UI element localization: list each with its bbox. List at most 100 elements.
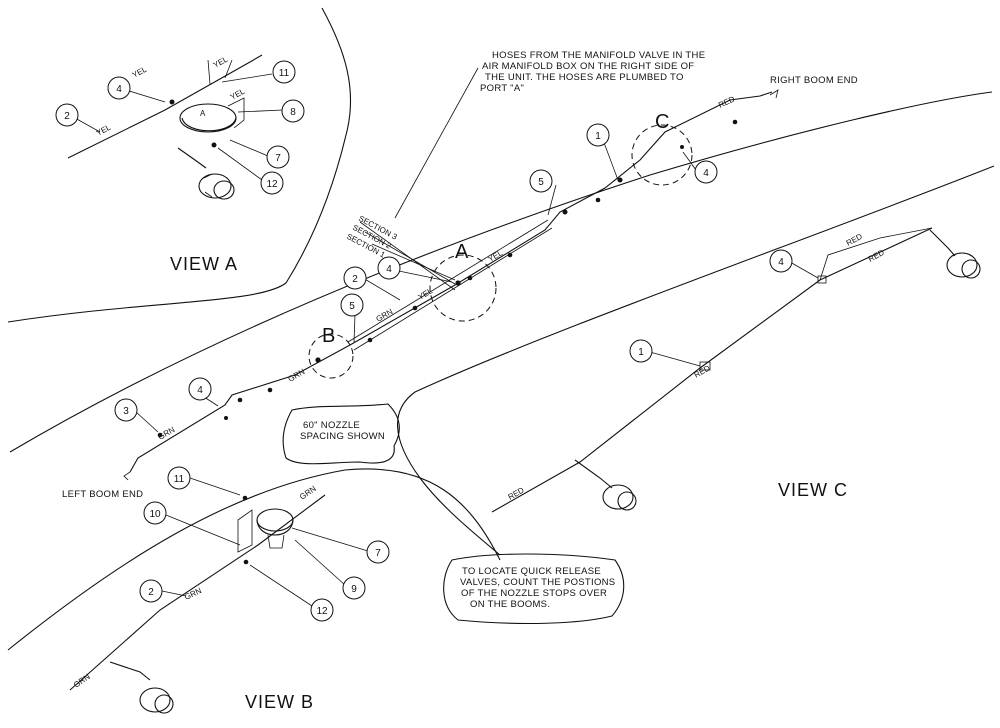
section-hose-3 xyxy=(371,243,456,281)
svg-text:2: 2 xyxy=(148,587,154,598)
view-b-valve-port xyxy=(267,534,285,549)
svg-text:OF THE NOZZLE STOPS OVER: OF THE NOZZLE STOPS OVER xyxy=(461,588,607,599)
main-boom-line xyxy=(129,91,773,473)
svg-text:PORT "A": PORT "A" xyxy=(480,83,524,94)
callout-4-left: 4 xyxy=(188,377,212,401)
spacing-note-bubble xyxy=(282,403,400,465)
svg-text:TO LOCATE QUICK RELEASE: TO LOCATE QUICK RELEASE xyxy=(462,566,601,577)
svg-text:HOSES FROM THE MANIFOLD VALVE: HOSES FROM THE MANIFOLD VALVE IN THE xyxy=(492,50,705,61)
svg-text:60" NOZZLE: 60" NOZZLE xyxy=(303,420,360,431)
callout-4-right: 4 xyxy=(694,160,718,184)
callout-5-upper: 5 xyxy=(529,169,553,193)
detail-letter-b: B xyxy=(322,325,335,347)
view-c-hose xyxy=(491,227,933,513)
callout-12-view-a: 12 xyxy=(260,171,284,195)
callout-9-view-b: 9 xyxy=(342,576,366,600)
callout-8-view-a: 8 xyxy=(281,99,305,123)
section-hose-1 xyxy=(359,221,456,291)
view-a-nozzle-body xyxy=(198,173,235,200)
locate-note: TO LOCATE QUICK RELEASE VALVES, COUNT TH… xyxy=(460,566,615,610)
view-b-nozzle-body xyxy=(139,687,174,714)
view-c-drop-left xyxy=(574,459,613,489)
svg-text:5: 5 xyxy=(538,177,544,188)
view-a-fitting-4 xyxy=(169,99,175,105)
svg-text:YEL: YEL xyxy=(212,54,230,69)
view-b-valve-body xyxy=(256,519,294,536)
view-b-boundary xyxy=(7,468,501,651)
detail-circle-b xyxy=(308,333,354,379)
view-b-bracket xyxy=(237,509,253,553)
svg-text:4: 4 xyxy=(703,168,709,179)
callout-7-view-b: 7 xyxy=(366,540,390,564)
callout-4-view-c: 4 xyxy=(769,249,793,273)
detail-letter-a: A xyxy=(455,241,469,263)
svg-text:RED: RED xyxy=(717,94,736,109)
svg-text:10: 10 xyxy=(149,509,161,520)
boom-fittings xyxy=(157,119,738,438)
svg-text:THE UNIT. THE HOSES ARE PLUMBE: THE UNIT. THE HOSES ARE PLUMBED TO xyxy=(485,72,684,83)
svg-text:2: 2 xyxy=(64,111,70,122)
view-c-title: VIEW C xyxy=(778,480,848,500)
note-leader-line xyxy=(394,67,479,219)
callout-11-view-a: 11 xyxy=(272,60,296,84)
svg-text:12: 12 xyxy=(266,179,278,190)
left-boom-end-label: LEFT BOOM END xyxy=(62,489,143,500)
svg-text:4: 4 xyxy=(386,264,392,275)
callout-3-left: 3 xyxy=(114,398,138,422)
svg-text:GRN: GRN xyxy=(183,586,203,602)
callout-1-upper: 1 xyxy=(586,123,610,147)
view-c-nozzle-left xyxy=(602,484,637,511)
hoses-note: HOSES FROM THE MANIFOLD VALVE IN THE AIR… xyxy=(480,50,705,94)
svg-text:A: A xyxy=(200,109,206,118)
view-a-hose xyxy=(67,54,263,159)
callout-leaders xyxy=(74,73,819,609)
svg-text:5: 5 xyxy=(349,301,355,312)
view-a-fitting-12 xyxy=(211,142,217,148)
callout-7-view-a: 7 xyxy=(266,145,290,169)
left-boom-end-hook xyxy=(123,471,131,481)
view-a-bracket xyxy=(227,97,245,129)
locate-note-bubble xyxy=(443,553,625,625)
svg-text:RED: RED xyxy=(693,363,712,379)
view-c-drop-right xyxy=(929,229,956,257)
view-a-drop-hose xyxy=(177,147,207,169)
svg-text:7: 7 xyxy=(275,153,281,164)
view-b-fitting-12 xyxy=(243,559,249,565)
section-labels: SECTION 3 SECTION 2 SECTION 1 xyxy=(345,214,399,260)
svg-text:1: 1 xyxy=(638,347,644,358)
callout-5-center: 5 xyxy=(340,293,364,317)
view-c-nozzle-right xyxy=(946,252,981,279)
view-a-title: VIEW A xyxy=(170,254,238,274)
detail-circle-c xyxy=(631,124,693,186)
detail-letter-c: C xyxy=(655,111,669,133)
svg-text:GRN: GRN xyxy=(287,367,307,384)
svg-text:11: 11 xyxy=(279,68,290,79)
section-hose-2 xyxy=(364,231,456,285)
svg-text:4: 4 xyxy=(116,84,122,95)
svg-text:GRN: GRN xyxy=(157,425,177,442)
svg-text:RED: RED xyxy=(845,232,864,248)
svg-text:YEL: YEL xyxy=(131,64,149,79)
svg-text:YEL: YEL xyxy=(95,122,113,137)
svg-text:4: 4 xyxy=(778,257,784,268)
svg-text:12: 12 xyxy=(316,606,328,617)
spacing-note: 60" NOZZLE SPACING SHOWN xyxy=(300,420,385,442)
svg-text:VALVES, COUNT THE POSTIONS: VALVES, COUNT THE POSTIONS xyxy=(460,577,615,588)
svg-text:11: 11 xyxy=(174,474,185,485)
callout-2-center: 2 xyxy=(343,266,367,290)
view-a-valve xyxy=(179,103,237,133)
view-c-inner-boundary xyxy=(397,165,995,556)
view-b-drop-hose xyxy=(109,661,151,681)
svg-text:2: 2 xyxy=(352,274,358,285)
svg-text:YEL: YEL xyxy=(487,248,505,264)
svg-text:GRN: GRN xyxy=(298,484,318,502)
svg-text:GRN: GRN xyxy=(72,672,92,690)
callout-12-view-b: 12 xyxy=(310,598,334,622)
view-b-fitting-11 xyxy=(242,495,248,501)
svg-text:4: 4 xyxy=(197,385,203,396)
view-c-tee xyxy=(817,275,827,284)
view-a-hose-branch xyxy=(207,59,233,85)
svg-text:3: 3 xyxy=(123,406,129,417)
